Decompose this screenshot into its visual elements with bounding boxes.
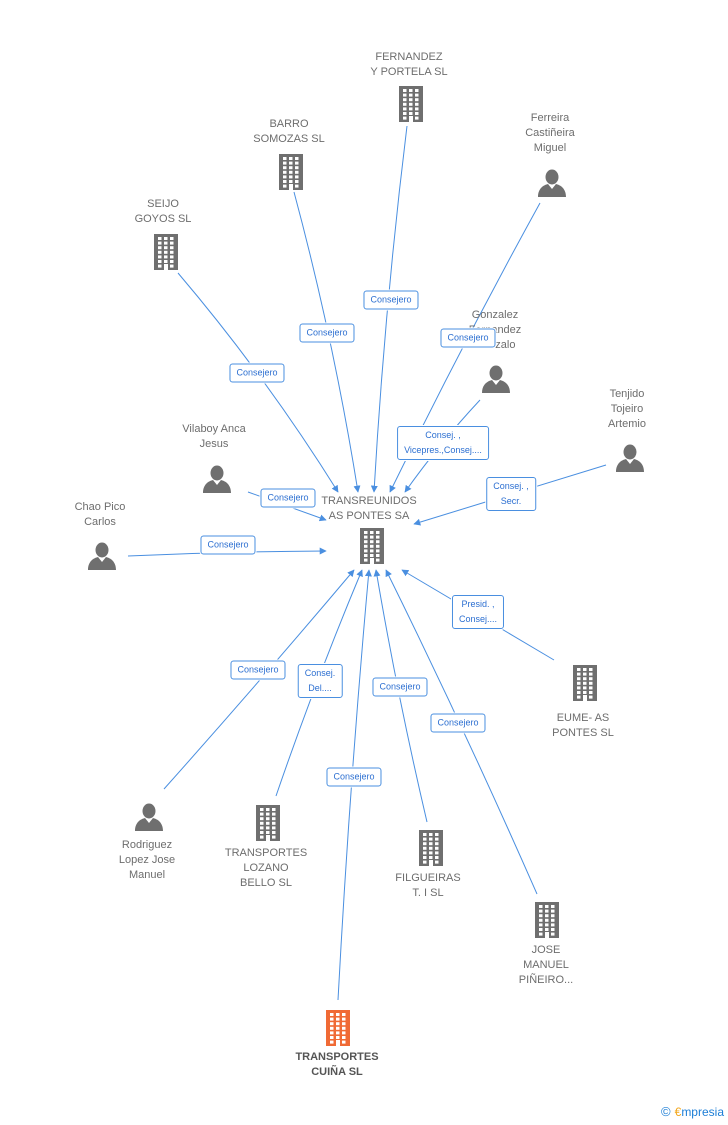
node-label-rodriguez[interactable]: Rodriguez Lopez Jose Manuel [118, 839, 176, 881]
node-label-chao[interactable]: Chao Pico Carlos [74, 501, 126, 528]
edge-label-filgueiras[interactable]: Consejero [372, 677, 428, 697]
person-icon-tenjido[interactable] [615, 444, 645, 472]
node-label-barro[interactable]: BARRO SOMOZAS SL [253, 118, 325, 145]
edge-label-seijo[interactable]: Consejero [229, 363, 285, 383]
node-label-tenjido[interactable]: Tenjido Tojeiro Artemio [608, 388, 646, 430]
copyright-symbol: © [661, 1104, 671, 1119]
empresia-brand[interactable]: ©€mpresia [661, 1104, 724, 1119]
person-icon-vilaboy[interactable] [202, 465, 232, 493]
building-icon-filgueiras[interactable] [416, 830, 446, 866]
person-icon-chao[interactable] [87, 542, 117, 570]
node-label-filgueiras[interactable]: FILGUEIRAS T. I SL [395, 872, 461, 899]
building-icon-seijo[interactable] [151, 234, 181, 270]
building-icon-lozano[interactable] [253, 805, 283, 841]
edge-label-ferreira[interactable]: Consejero [440, 328, 496, 348]
building-icon-cuna[interactable] [323, 1010, 353, 1046]
edge-label-barro[interactable]: Consejero [299, 323, 355, 343]
node-label-vilaboy[interactable]: Vilaboy Anca Jesus [182, 423, 246, 450]
center-company-label[interactable]: TRANSREUNIDOS AS PONTES SA [321, 495, 417, 522]
person-icon-rodriguez[interactable] [134, 803, 164, 831]
edge-label-tenjido[interactable]: Consej. , Secr. [486, 477, 536, 511]
edge-line-rodriguez [163, 569, 355, 790]
edge-label-eume[interactable]: Presid. , Consej.... [451, 595, 505, 629]
edge-label-pineiro[interactable]: Consejero [430, 713, 486, 733]
building-icon-barro[interactable] [276, 154, 306, 190]
node-label-cuna[interactable]: TRANSPORTES CUIÑA SL [295, 1051, 379, 1078]
center-company-building-icon[interactable] [357, 528, 387, 564]
brand-first-letter: € [674, 1105, 682, 1119]
building-icon-pineiro[interactable] [532, 902, 562, 938]
edge-label-cuna[interactable]: Consejero [326, 767, 382, 787]
edge-line-seijo [177, 272, 339, 493]
edge-label-rodriguez[interactable]: Consejero [230, 660, 286, 680]
person-icon-gonzalez[interactable] [481, 365, 511, 393]
node-label-pineiro[interactable]: JOSE MANUEL PIÑEIRO... [518, 944, 574, 986]
building-icon-eume[interactable] [570, 665, 600, 701]
edge-label-chao[interactable]: Consejero [200, 535, 256, 555]
edge-label-lozano[interactable]: Consej. Del.... [297, 664, 343, 698]
building-icon-fernandez[interactable] [396, 86, 426, 122]
node-label-seijo[interactable]: SEIJO GOYOS SL [134, 198, 192, 225]
node-label-ferreira[interactable]: Ferreira Castiñeira Miguel [525, 112, 575, 154]
node-label-lozano[interactable]: TRANSPORTES LOZANO BELLO SL [224, 847, 308, 889]
brand-name: mpresia [681, 1105, 724, 1119]
edge-label-gonzalez[interactable]: Consej. , Vicepres.,Consej.... [397, 426, 489, 460]
node-label-fernandez[interactable]: FERNANDEZ Y PORTELA SL [370, 51, 448, 78]
person-icon-ferreira[interactable] [537, 169, 567, 197]
node-label-eume[interactable]: EUME- AS PONTES SL [552, 712, 614, 739]
edge-label-vilaboy[interactable]: Consejero [260, 488, 316, 508]
edge-label-fernandez[interactable]: Consejero [363, 290, 419, 310]
